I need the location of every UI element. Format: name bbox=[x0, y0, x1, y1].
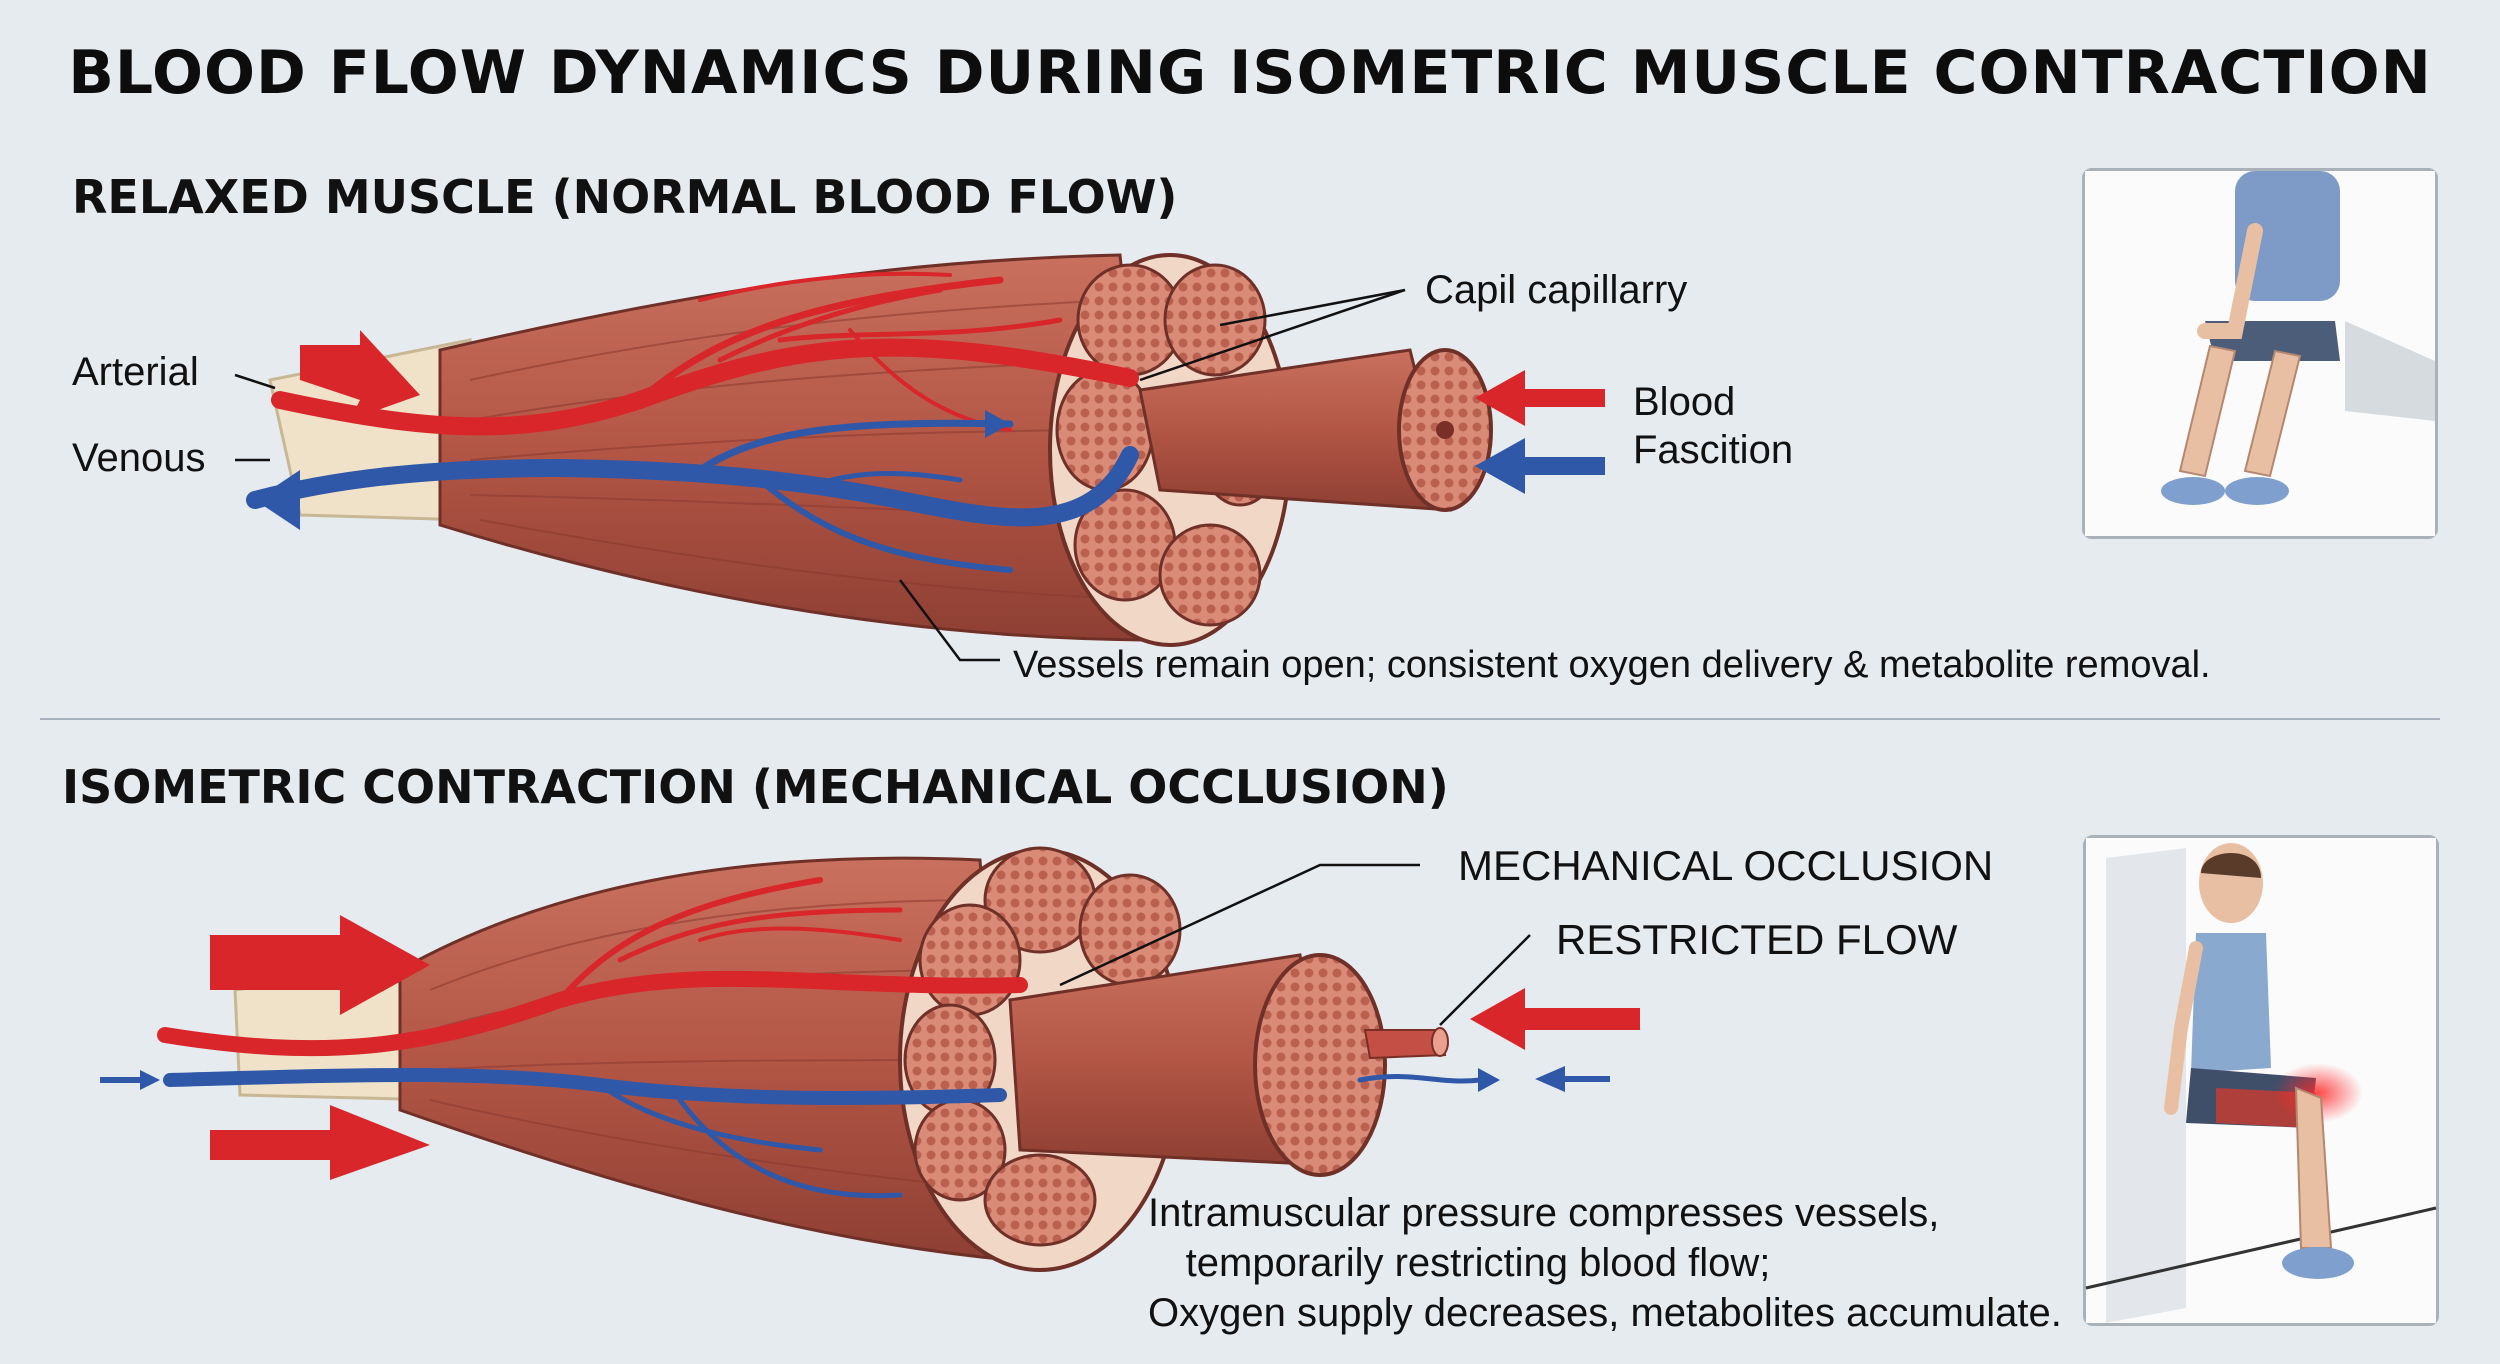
mechanical-occlusion-label: MECHANICAL OCCLUSION bbox=[1458, 842, 1994, 889]
page-title: BLOOD FLOW DYNAMICS DURING ISOMETRIC MUS… bbox=[68, 38, 2432, 108]
caption-line-2: temporarily restricting blood flow; bbox=[1185, 1241, 1771, 1285]
seated-person-relaxed-icon bbox=[2085, 171, 2435, 536]
isometric-cross-section-small bbox=[1253, 953, 1387, 1177]
contracting-figure-panel bbox=[2083, 835, 2439, 1326]
capillary-label: Capil capillarry bbox=[1425, 268, 1688, 312]
compression-arrow-top bbox=[210, 915, 430, 1015]
relaxed-figure-panel bbox=[2082, 168, 2438, 539]
relaxed-inflow-arrow bbox=[300, 330, 420, 420]
isometric-heading: ISOMETRIC CONTRACTION (MECHANICAL OCCLUS… bbox=[62, 760, 1449, 814]
restricted-inflow-arrow-red bbox=[1470, 988, 1640, 1050]
blood-inflow-arrow bbox=[1475, 370, 1605, 426]
caption-line-3: Oxygen supply decreases, metabolites acc… bbox=[1148, 1291, 2062, 1335]
venous-label: Venous bbox=[72, 436, 206, 480]
isometric-caption: Intramuscular pressure compresses vessel… bbox=[1148, 1188, 2062, 1338]
blood-label: Blood bbox=[1633, 380, 1736, 424]
section-divider bbox=[40, 718, 2440, 720]
restricted-inflow-arrow-blue bbox=[1535, 1066, 1610, 1092]
relaxed-heading: RELAXED MUSCLE (NORMAL BLOOD FLOW) bbox=[72, 170, 1178, 224]
relaxed-caption: Vessels remain open; consistent oxygen d… bbox=[1013, 644, 2211, 686]
caption-line-1: Intramuscular pressure compresses vessel… bbox=[1148, 1191, 1940, 1235]
occluded-artery-stub bbox=[1363, 1029, 1447, 1060]
reduced-inflow-arrow-left bbox=[100, 1070, 160, 1090]
restricted-flow-label: RESTRICTED FLOW bbox=[1556, 916, 1958, 963]
wall-sit-person-icon bbox=[2085, 838, 2437, 1323]
fascition-inflow-arrow bbox=[1475, 438, 1605, 494]
arterial-label: Arterial bbox=[72, 350, 199, 394]
compression-arrow-bottom bbox=[210, 1105, 430, 1180]
fascition-label: Fascition bbox=[1633, 428, 1794, 472]
relaxed-vein bbox=[246, 446, 1139, 527]
relaxed-artery bbox=[271, 338, 1139, 436]
